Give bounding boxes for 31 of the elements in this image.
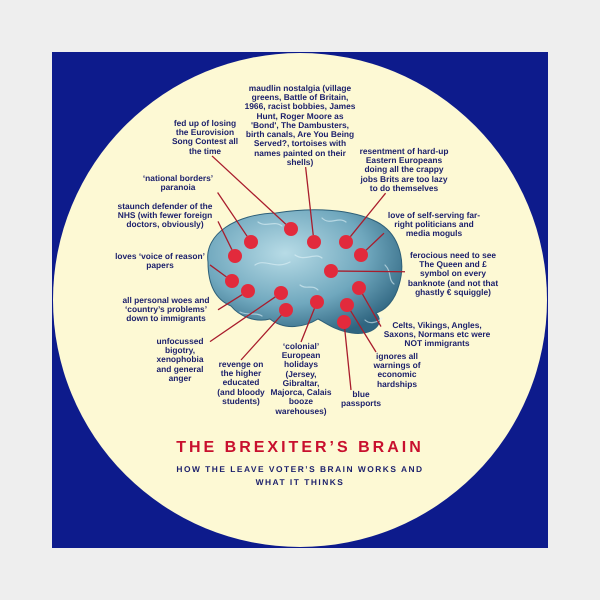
- leader-line: [366, 232, 384, 251]
- callout-text: resentment of hard-up Eastern Europeans doing all the crappy jobs Brits are too lazy to do themselves: [358, 147, 450, 194]
- callout-text: love of self-serving far-right politicians and media moguls: [384, 211, 484, 239]
- leader-line: [217, 221, 232, 250]
- callout-text: maudlin nostalgia (village greens, Battle of Britain, 1966, racist bobbies, James Hunt, Roger Moore as 'Bond', The Dambusters, birth canals, Are You Being Served?, tortoises with names painted on their shells): [244, 84, 356, 168]
- leader-line: [210, 296, 276, 342]
- leader-line: [338, 270, 405, 272]
- callout-text: ‘national borders’ paranoia: [134, 174, 222, 192]
- leader-line: [217, 192, 248, 237]
- callout-text: loves ‘voice of reason’ papers: [110, 252, 210, 270]
- leader-line: [344, 328, 352, 390]
- title: THE BREXITER’S BRAIN: [175, 439, 425, 457]
- leader-line: [212, 155, 286, 225]
- callout-text: ferocious need to see The Queen and £ symbol on every banknote (and not that ghastly € squiggle): [405, 251, 501, 298]
- callout-text: revenge on the higher educated (and bloody students): [214, 360, 268, 406]
- leader-line: [362, 294, 382, 327]
- callout-text: Celts, Vikings, Angles, Saxons, Normans etc were NOT immigrants: [381, 321, 493, 349]
- leader-line: [240, 314, 282, 360]
- leader-line: [350, 310, 377, 352]
- leader-line: [300, 308, 315, 342]
- callout-text: blue passports: [336, 390, 386, 408]
- subtitle: HOW THE LEAVE VOTER’S BRAIN WORKS AND WHAT IT THINKS: [175, 463, 425, 488]
- callout-text: fed up of losing the Eurovision Song Contest all the time: [170, 119, 240, 156]
- leader-line: [350, 192, 386, 237]
- callout-text: all personal woes and ‘country’s problems’ down to immigrants: [114, 296, 218, 324]
- leader-line: [210, 264, 227, 278]
- callout-text: ‘colonial’ European holidays (Jersey, Gibraltar, Majorca, Calais booze warehouses): [270, 342, 332, 416]
- callout-text: unfocussed bigotry, xenophobia and general anger: [150, 337, 210, 384]
- leader-line: [218, 294, 242, 310]
- leader-line: [304, 167, 314, 236]
- callout-text: staunch defender of the NHS (with fewer foreign doctors, obviously): [112, 202, 218, 230]
